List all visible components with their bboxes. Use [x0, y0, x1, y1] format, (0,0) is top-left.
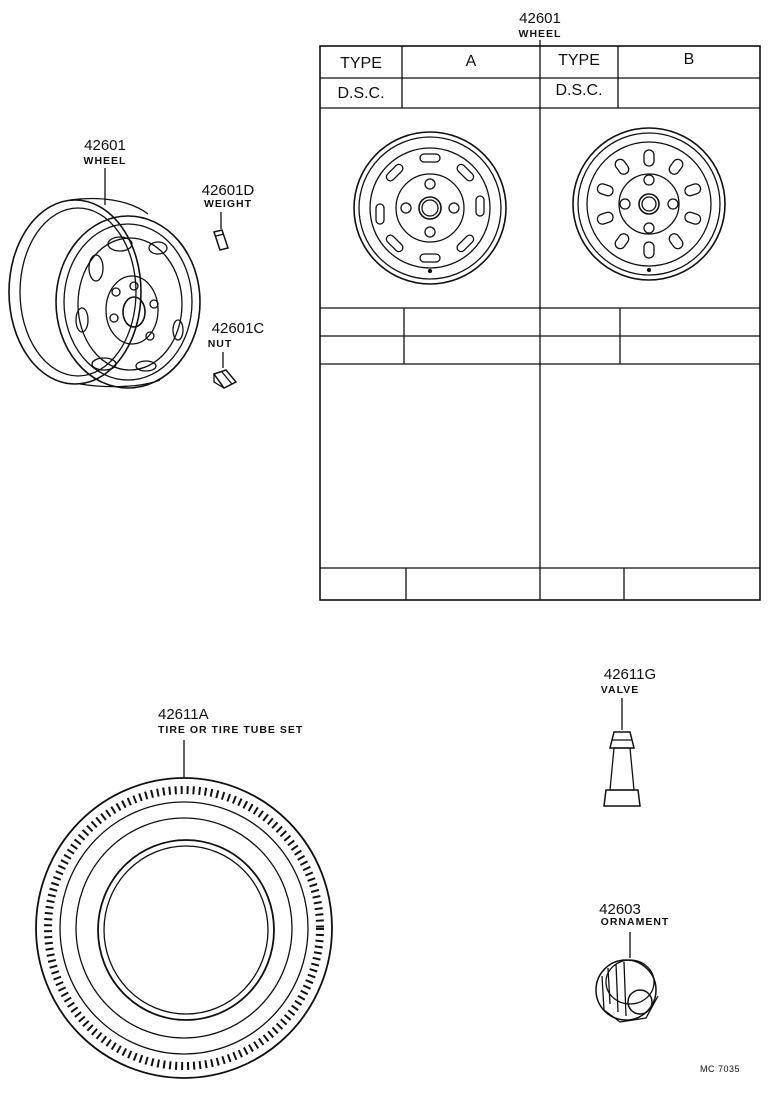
weight-part-name: WEIGHT: [204, 198, 252, 210]
type-label-b: TYPE: [558, 52, 600, 69]
valve-drawing: [603, 698, 641, 807]
wheel-type-b-drawing: [572, 127, 726, 281]
type-label-a: TYPE: [340, 55, 382, 72]
valve-part-number: 42611G: [603, 666, 657, 683]
table-part-name: WHEEL: [518, 28, 562, 40]
wheel-part-name: WHEEL: [83, 155, 127, 167]
ornament-part-name: ORNAMENT: [600, 916, 670, 928]
nut-drawing: [212, 352, 238, 389]
ornament-part-number: 42603: [599, 901, 641, 918]
ornament-drawing: [595, 932, 659, 1023]
dsc-label-b: D.S.C.: [555, 82, 603, 99]
nut-part-number: 42601C: [211, 320, 265, 337]
tire-part-name: TIRE OR TIRE TUBE SET: [158, 724, 304, 736]
table-part-number: 42601: [519, 10, 561, 27]
dsc-label-a: D.S.C.: [337, 85, 385, 102]
type-value-a: A: [465, 53, 477, 70]
weight-part-number: 42601D: [201, 182, 255, 199]
wheel-drawing: [8, 168, 201, 389]
valve-part-name: VALVE: [600, 684, 640, 696]
type-value-b: B: [683, 51, 695, 68]
weight-drawing: [213, 212, 229, 251]
nut-part-name: NUT: [207, 338, 233, 350]
wheel-type-a-drawing: [353, 131, 507, 285]
tire-part-number: 42611A: [158, 706, 209, 723]
wheel-type-table: [319, 40, 761, 601]
tire-drawing: [35, 740, 333, 1079]
wheel-part-number: 42601: [84, 137, 126, 154]
figure-code: MC 7035: [700, 1064, 741, 1074]
